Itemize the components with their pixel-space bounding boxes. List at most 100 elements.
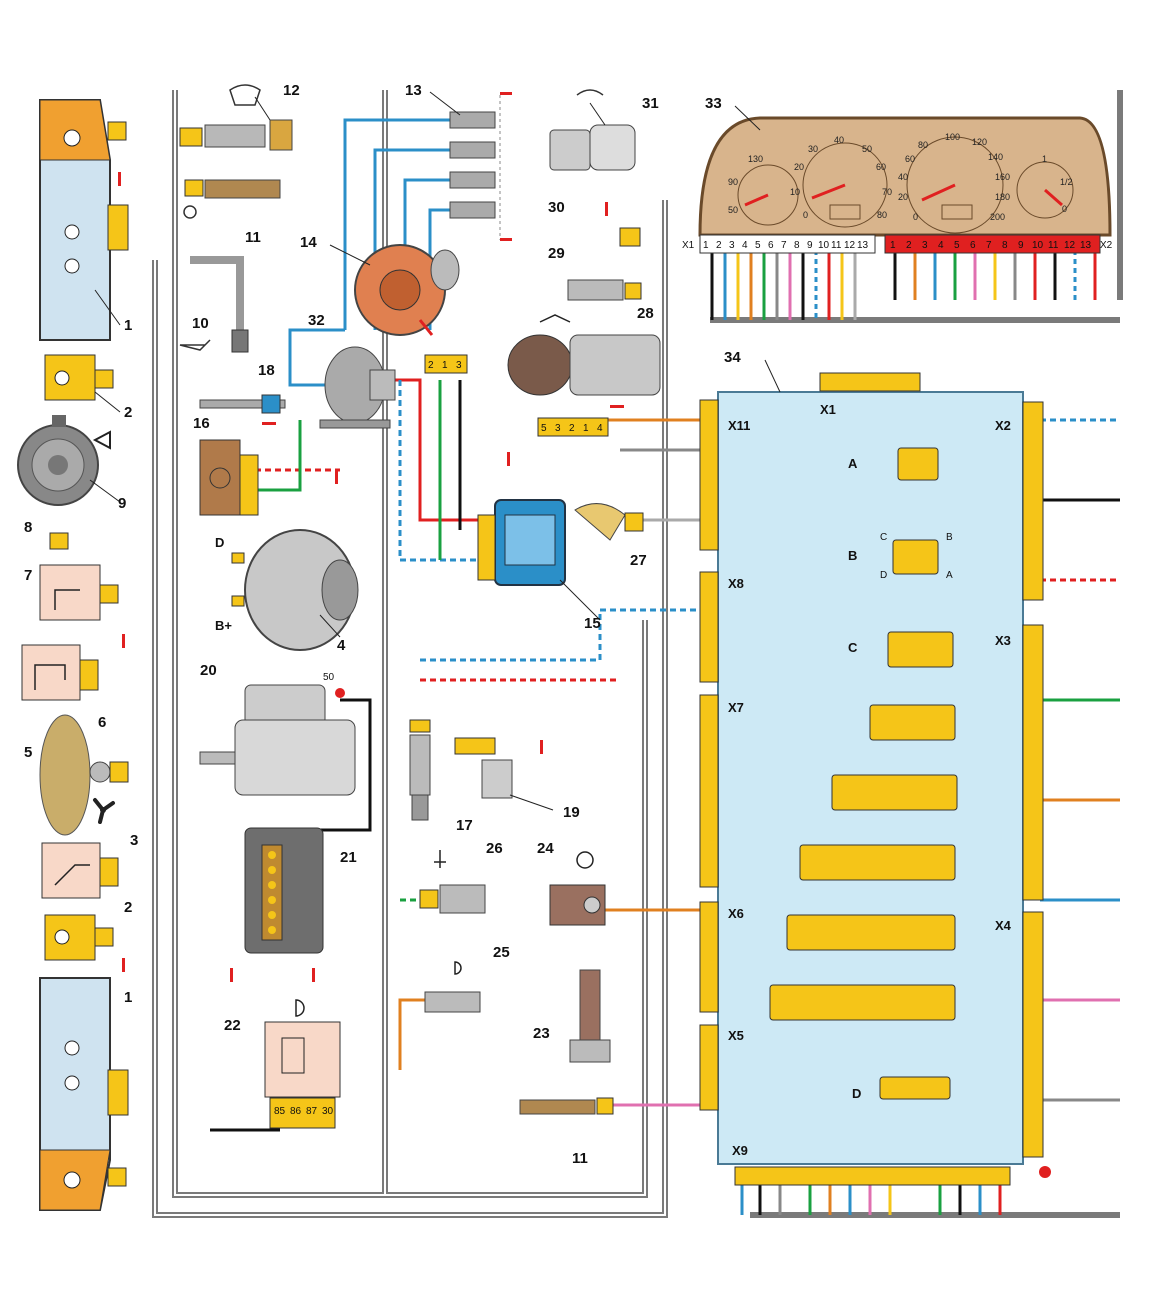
svg-text:7: 7 <box>781 240 787 251</box>
label-14: 14 <box>300 234 317 251</box>
component-labels: 1 1 2 2 3 4 5 6 7 8 9 10 11 11 12 13 14 … <box>24 82 741 1167</box>
label-19: 19 <box>563 804 580 821</box>
ground-marks <box>118 172 624 982</box>
dash-connector-x2: 1 2 3 4 5 6 7 8 9 10 11 12 13 <box>884 234 1101 254</box>
sensor-11-bottom <box>519 1097 614 1115</box>
svg-text:10: 10 <box>1032 240 1044 251</box>
fuel-tick-half: 1/2 <box>1060 177 1073 187</box>
block-connector-x1: X1 <box>820 402 836 417</box>
label-11-bottom: 11 <box>572 1150 588 1167</box>
label-24: 24 <box>537 840 554 857</box>
tach-tick-70: 70 <box>882 187 892 197</box>
coolant-temp-sensor-26 <box>419 884 486 914</box>
sensor-7 <box>39 564 119 621</box>
label-22: 22 <box>224 1017 241 1034</box>
block-connector-x8: X8 <box>728 576 744 591</box>
tach-tick-30: 30 <box>808 144 818 154</box>
fan-icon <box>93 798 115 824</box>
svg-text:2: 2 <box>428 360 434 371</box>
block-connector-x9: X9 <box>732 1143 748 1158</box>
pin-b-a: A <box>946 570 953 581</box>
sensor-17 <box>409 719 431 821</box>
speed-tick-140: 140 <box>988 152 1003 162</box>
block-connector-x4: X4 <box>995 918 1012 933</box>
block-connector-x5: X5 <box>728 1028 744 1043</box>
relay-22 <box>264 1021 341 1129</box>
sensor-25 <box>424 991 481 1013</box>
label-33: 33 <box>705 95 722 112</box>
sensor-24 <box>549 884 606 926</box>
component-16 <box>199 439 259 516</box>
relay-pin-87: 87 <box>306 1106 318 1117</box>
connector-view-c <box>887 631 954 668</box>
label-25: 25 <box>493 944 510 961</box>
speed-tick-160: 160 <box>995 172 1010 182</box>
generator <box>231 529 359 651</box>
horn-icon <box>92 430 111 450</box>
sensor-12 <box>179 119 293 151</box>
view-d-label: D <box>852 1086 861 1101</box>
label-28: 28 <box>637 305 654 322</box>
svg-text:8: 8 <box>794 240 800 251</box>
sensor-18 <box>199 394 286 414</box>
svg-text:11: 11 <box>1048 240 1059 251</box>
svg-text:1: 1 <box>890 240 896 251</box>
speed-tick-180: 180 <box>995 192 1010 202</box>
svg-text:5: 5 <box>954 240 960 251</box>
ignition-coil <box>319 346 396 429</box>
speed-ticks: 0 20 40 60 80 100 120 140 160 180 200 <box>898 132 1010 222</box>
connector-view-d <box>879 1076 951 1100</box>
label-30: 30 <box>548 199 565 216</box>
fuse-block <box>244 827 324 954</box>
label-31: 31 <box>642 95 659 112</box>
connector-13pin <box>831 774 958 811</box>
windshield-washer-icon <box>229 84 261 106</box>
fuel-ticks: 0 1/2 1 <box>1042 154 1073 214</box>
cooling-fan <box>39 714 129 836</box>
label-2-bottom: 2 <box>124 899 132 916</box>
fuel-tick-1: 1 <box>1042 154 1047 164</box>
svg-text:1: 1 <box>442 360 448 371</box>
sensor-23 <box>569 969 611 1063</box>
svg-text:2: 2 <box>569 423 575 434</box>
label-5: 5 <box>24 744 32 761</box>
label-9: 9 <box>118 495 126 512</box>
tach-tick-0: 0 <box>803 210 808 220</box>
relay-pin-86: 86 <box>290 1106 302 1117</box>
pin-b-b: B <box>946 532 953 543</box>
starter <box>199 684 356 796</box>
svg-text:12: 12 <box>1064 240 1076 251</box>
svg-text:10: 10 <box>818 240 830 251</box>
dash-x1-label: X1 <box>682 240 695 251</box>
block-pin-strips <box>699 372 1044 1186</box>
label-10: 10 <box>192 315 209 332</box>
block-connector-x2: X2 <box>995 418 1011 433</box>
horn <box>17 415 99 506</box>
connector-view-b <box>892 539 939 575</box>
wiper-icon <box>539 314 571 323</box>
label-1-top: 1 <box>124 317 132 334</box>
svg-text:1: 1 <box>703 240 709 251</box>
lamp-27 <box>574 503 644 541</box>
svg-text:9: 9 <box>1018 240 1024 251</box>
connector-19pin <box>786 914 956 951</box>
label-20: 20 <box>200 662 217 679</box>
connector-53214: 5 3 2 1 4 <box>537 417 609 437</box>
label-3: 3 <box>130 832 138 849</box>
dash-connector-x1: 1 2 3 4 5 6 7 8 9 10 11 12 13 <box>699 234 876 254</box>
tach-tick-10: 10 <box>790 187 800 197</box>
ignition-module <box>477 499 566 586</box>
temp-switch-6 <box>21 644 99 701</box>
svg-text:13: 13 <box>1080 240 1092 251</box>
view-a-label: A <box>848 456 858 471</box>
sensor-11-top <box>184 179 281 199</box>
label-8: 8 <box>24 519 32 536</box>
tach-tick-20: 20 <box>794 162 804 172</box>
temp-tick-90: 90 <box>728 177 738 187</box>
svg-text:12: 12 <box>844 240 856 251</box>
label-32: 32 <box>308 312 325 329</box>
svg-text:3: 3 <box>922 240 928 251</box>
svg-text:7: 7 <box>986 240 992 251</box>
label-4: 4 <box>337 637 346 654</box>
